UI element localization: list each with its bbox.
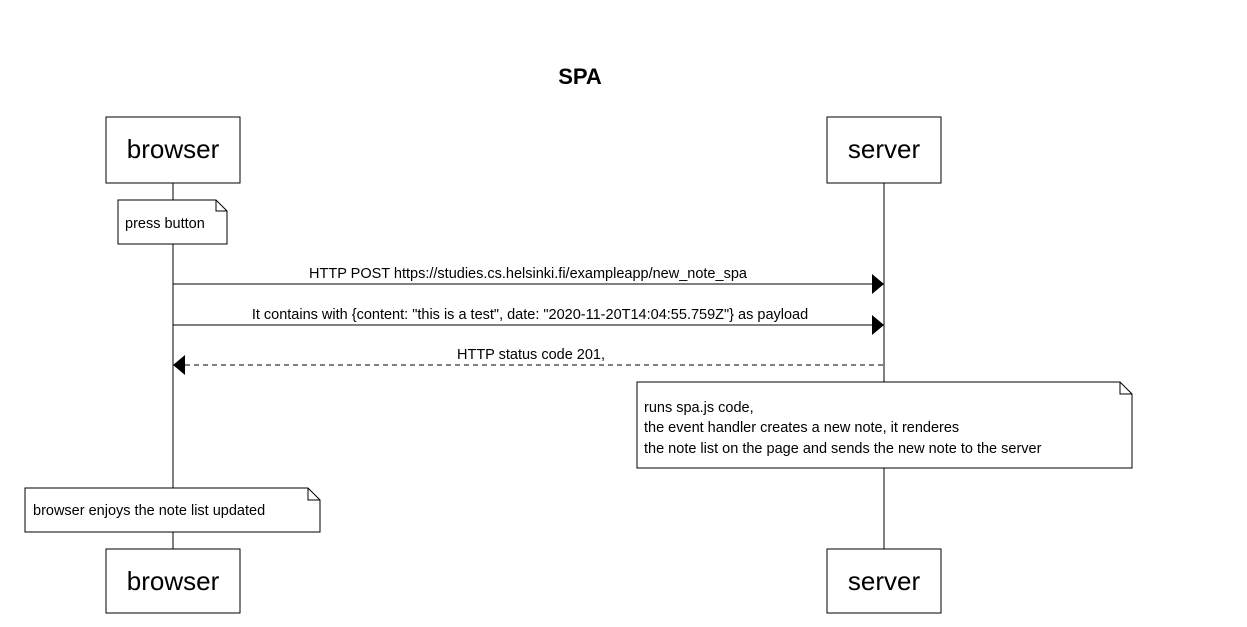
- note-runs-spa-line-3: the note list on the page and sends the …: [644, 441, 1042, 457]
- actor-browser-bottom: browser: [105, 548, 241, 614]
- actor-server-bottom: server: [826, 548, 942, 614]
- message-payload: It contains with {content: "this is a te…: [173, 307, 884, 335]
- note-press-button: press button: [117, 199, 228, 245]
- actor-browser-top: browser: [105, 116, 241, 184]
- note-runs-spa-line-1: runs spa.js code,: [644, 400, 754, 416]
- diagram-title: SPA: [558, 64, 602, 89]
- actor-browser-top-label: browser: [127, 134, 220, 164]
- note-runs-spa-line-2: the event handler creates a new note, it…: [644, 420, 959, 436]
- actor-server-top: server: [826, 116, 942, 184]
- arrowhead-right-icon: [872, 315, 884, 335]
- arrowhead-right-icon: [872, 274, 884, 294]
- message-status-label: HTTP status code 201,: [457, 347, 605, 363]
- actor-browser-bottom-label: browser: [127, 566, 220, 596]
- actor-server-top-label: server: [848, 134, 921, 164]
- note-press-button-text: press button: [125, 216, 205, 232]
- note-runs-spa: runs spa.js code, the event handler crea…: [636, 381, 1133, 469]
- arrowhead-left-icon: [173, 355, 185, 375]
- note-browser-enjoys: browser enjoys the note list updated: [24, 487, 321, 533]
- message-status: HTTP status code 201,: [173, 347, 884, 375]
- message-payload-label: It contains with {content: "this is a te…: [252, 307, 808, 323]
- message-post: HTTP POST https://studies.cs.helsinki.fi…: [173, 266, 884, 294]
- note-browser-enjoys-text: browser enjoys the note list updated: [33, 503, 265, 519]
- actor-server-bottom-label: server: [848, 566, 921, 596]
- message-post-label: HTTP POST https://studies.cs.helsinki.fi…: [309, 266, 748, 282]
